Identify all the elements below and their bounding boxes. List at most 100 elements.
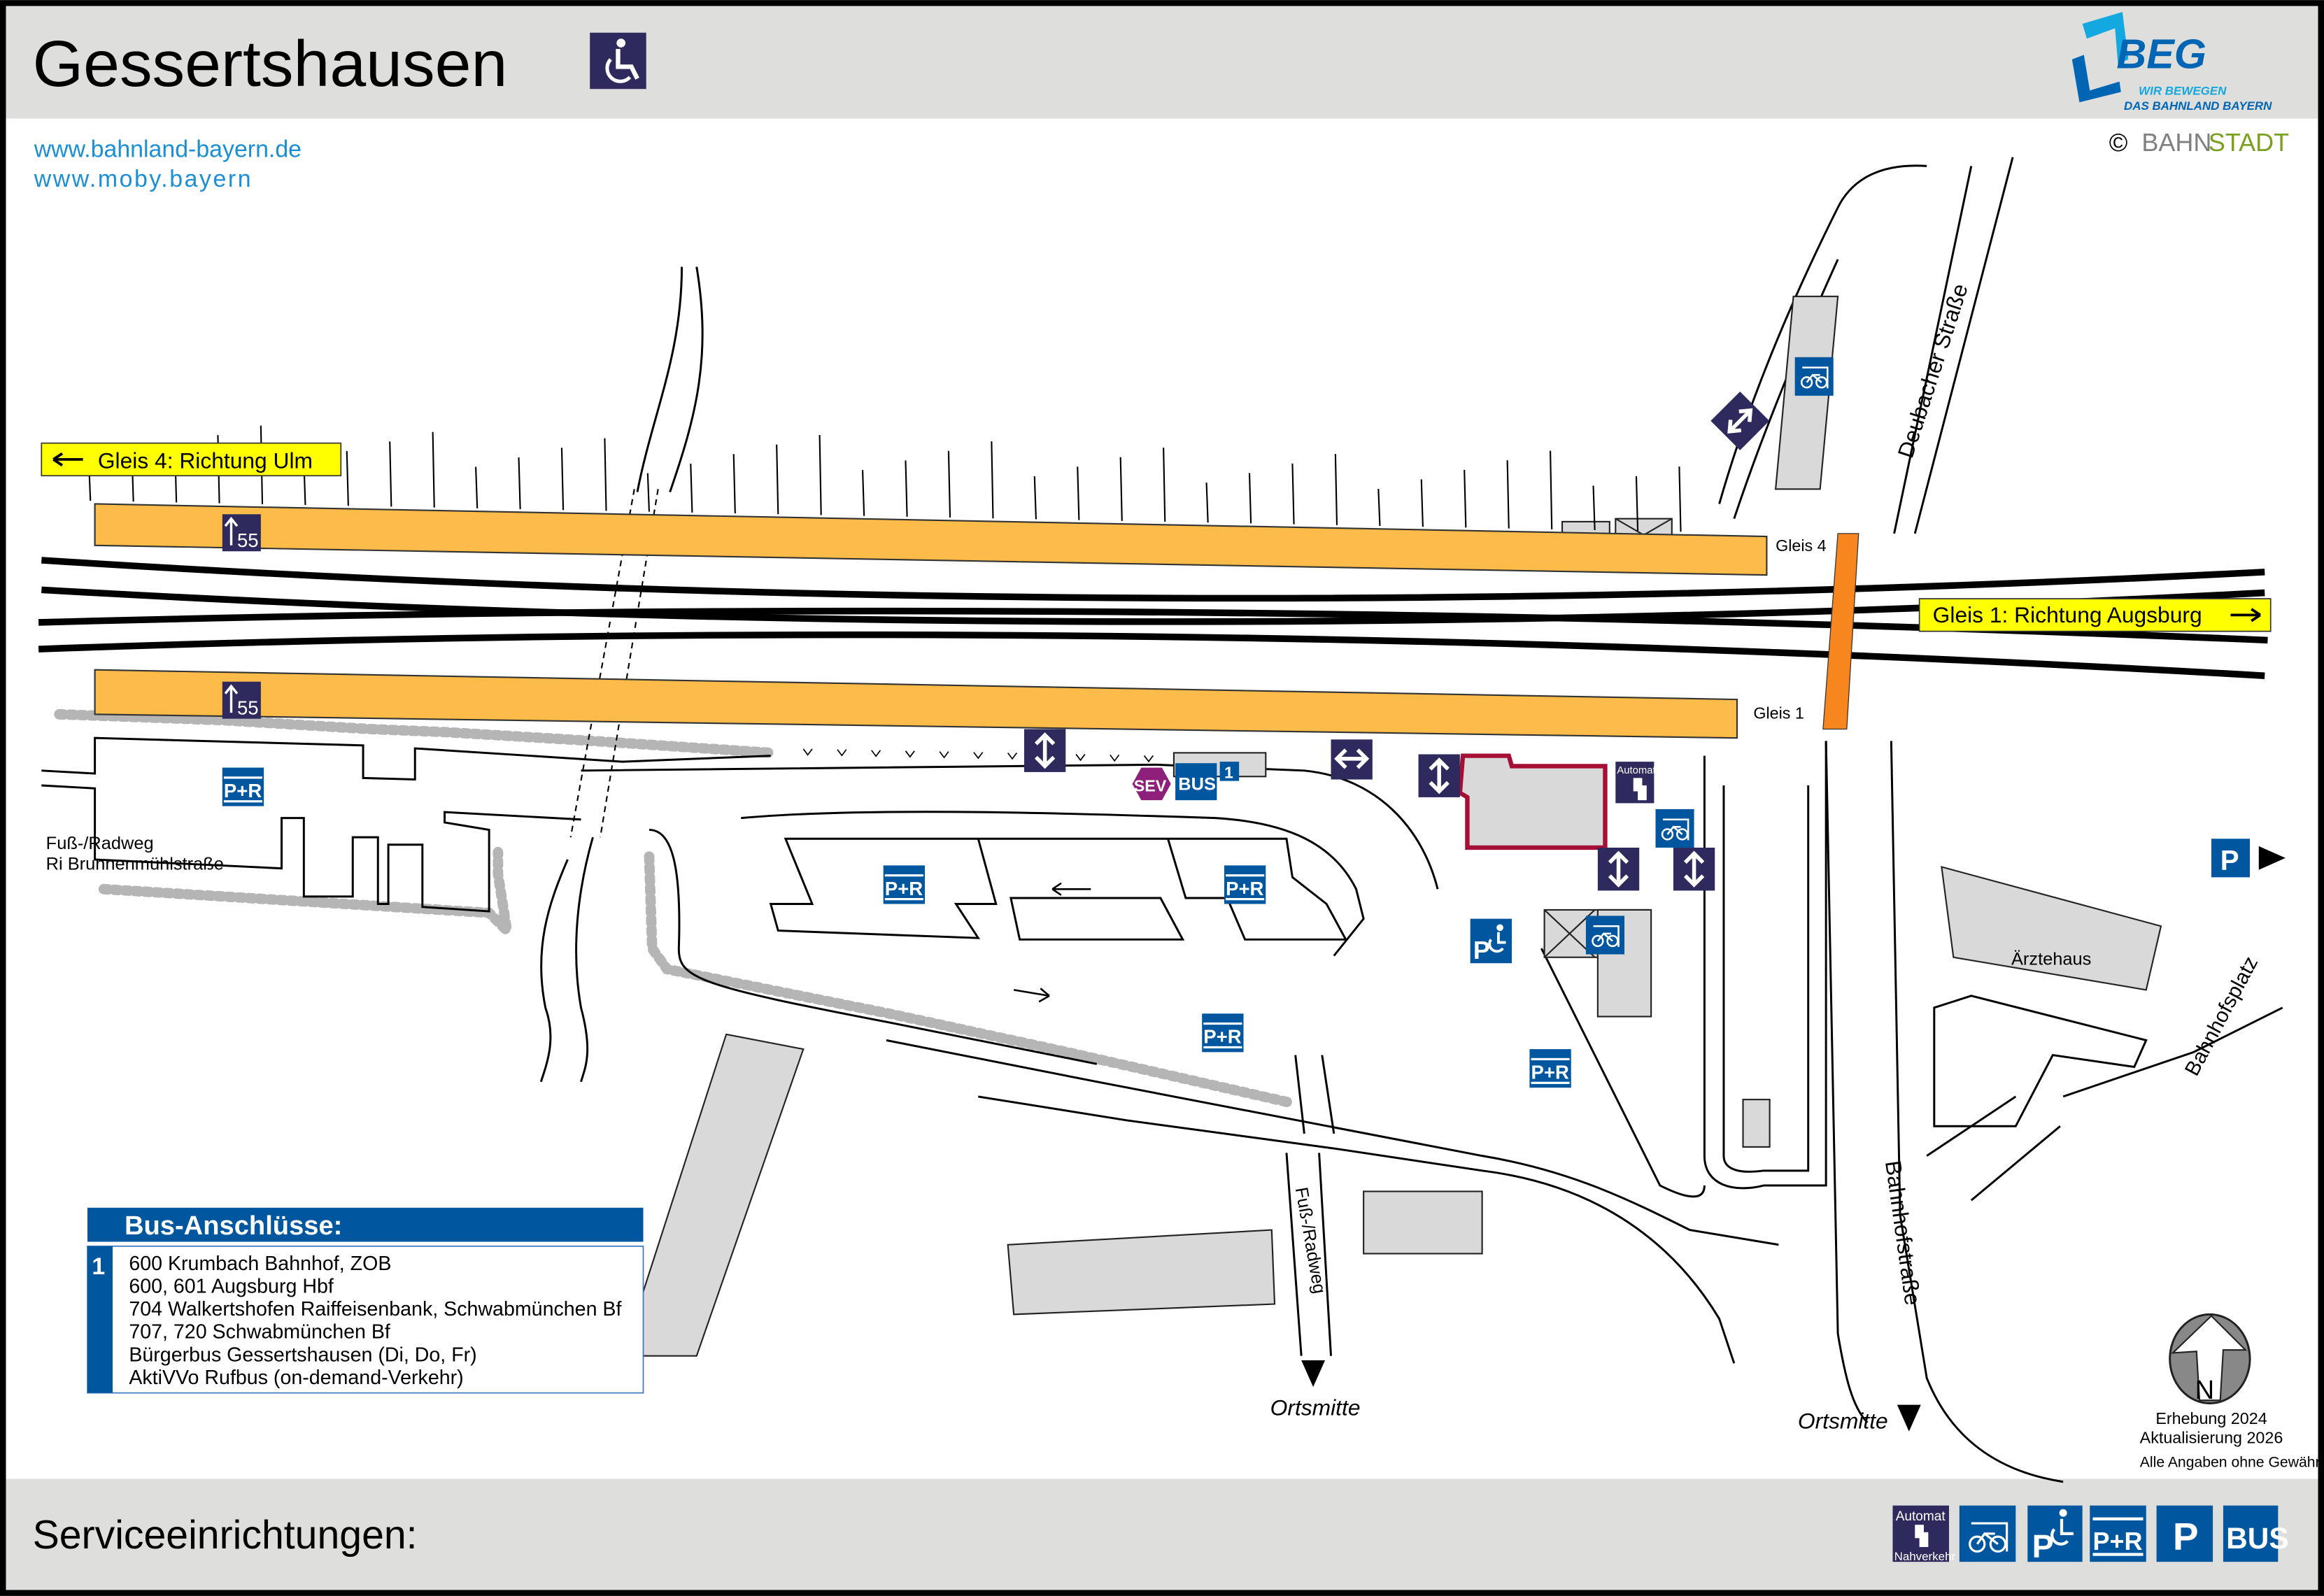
fence-post — [1678, 466, 1682, 532]
legend-bus: BUS — [2226, 1522, 2288, 1555]
sev-icon — [1132, 767, 1171, 801]
update-date: Aktualisierung 2026 — [2140, 1429, 2283, 1447]
platform-height-sign-gleis-1: 55 — [222, 681, 261, 719]
lift-icon — [1023, 729, 1066, 772]
fence-post — [518, 457, 521, 510]
bike-parking-icon — [1959, 1505, 2016, 1562]
fence-post — [475, 466, 479, 508]
beg-logo: BEG WIR BEWEGEN DAS BAHNLAND BAYERN — [2071, 12, 2272, 113]
legend-disabled-p: P — [2032, 1528, 2054, 1565]
arrow-right-icon — [2230, 608, 2261, 622]
canopy-mark — [905, 750, 915, 758]
ticket-machine-icon: Automat Nahverkehr — [1892, 1505, 1956, 1563]
station-building — [1457, 753, 1608, 850]
canopy-mark — [939, 751, 949, 759]
platform-height-sign-gleis-4: 55 — [222, 514, 261, 552]
bus-line-item: 600, 601 Augsburg Hbf — [129, 1275, 334, 1297]
fence-post — [905, 460, 908, 517]
pr-label: P+R — [885, 878, 923, 899]
sev-label: SEV — [1134, 776, 1167, 795]
fence-post — [346, 450, 349, 506]
beg-logo-text: BEG — [2116, 31, 2206, 78]
copyright-bahn: BAHN — [2141, 128, 2211, 157]
fence-post — [1550, 450, 1553, 529]
automat-label: Automat — [1617, 765, 1656, 776]
fence-post — [1506, 460, 1510, 529]
fence-post — [604, 438, 607, 511]
legend-p: P — [2173, 1515, 2199, 1558]
ortsmitte-2: Ortsmitte — [1798, 1404, 1921, 1433]
fence-post — [819, 434, 822, 515]
bus-line-item: 707, 720 Schwabmünchen Bf — [129, 1321, 390, 1344]
link-bahnland[interactable]: www.bahnland-bayern.de — [34, 136, 302, 163]
survey-date: Erhebung 2024 — [2155, 1409, 2267, 1427]
roads — [41, 157, 2283, 1483]
park-and-ride-icon: P+R — [2090, 1505, 2146, 1562]
park-and-ride-icon: P+R — [1202, 1013, 1244, 1053]
canopy-mark — [871, 750, 881, 757]
park-and-ride-icon: P+R — [1224, 865, 1266, 904]
direction-gleis-1-text: Gleis 1: Richtung Augsburg — [1933, 602, 2202, 627]
fence-post — [1119, 457, 1123, 521]
platform-height-value: 55 — [237, 529, 259, 551]
fence-post — [1033, 476, 1037, 520]
bus-line-item: 704 Walkertshofen Raiffeisenbank, Schwab… — [129, 1298, 621, 1320]
disabled-parking-p: P — [1473, 936, 1490, 964]
hedges — [54, 708, 1295, 1108]
bus-icon — [1175, 763, 1217, 801]
direction-gleis-4-text: Gleis 4: Richtung Ulm — [98, 448, 313, 473]
bus-panel-title: Bus-Anschlüsse: — [125, 1211, 342, 1241]
north-label: N — [2195, 1375, 2215, 1405]
ortsmitte-label: Ortsmitte — [1798, 1408, 1888, 1433]
canopy-mark — [1110, 754, 1120, 762]
bus-line-item: Bürgerbus Gessertshausen (Di, Do, Fr) — [129, 1344, 476, 1366]
fence-post — [1377, 488, 1381, 527]
parking-p: P — [2220, 845, 2239, 876]
park-and-ride-icon: P+R — [1529, 1049, 1571, 1088]
fence-post — [690, 463, 693, 513]
legend-automat-bottom: Nahverkehr — [1894, 1550, 1956, 1563]
fence-post — [1464, 469, 1467, 528]
copyright-stadt: STADT — [2209, 128, 2289, 157]
header-band — [6, 6, 2318, 119]
bus-line-item: AktiVVo Rufbus (on-demand-Verkehr) — [129, 1367, 463, 1389]
bus-stop: SEV BUS 1 — [1132, 752, 1267, 801]
fence-post — [1420, 479, 1424, 527]
ortsmitte-label: Ortsmitte — [1270, 1395, 1361, 1420]
platform-gleis-4 — [94, 503, 1768, 576]
north-arrow-icon: N — [2169, 1313, 2251, 1405]
canopy-mark — [837, 749, 847, 757]
arrow-right-icon — [2258, 846, 2286, 870]
legend-automat-top: Automat — [1896, 1509, 1946, 1524]
fence-post — [1592, 485, 1596, 531]
pr-label: P+R — [1226, 878, 1263, 899]
fence-post — [1635, 476, 1639, 532]
bus-stop-number: 1 — [1224, 763, 1233, 781]
page-title: Gessertshausen — [33, 27, 508, 100]
disabled-parking-icon: P — [2027, 1505, 2083, 1565]
road-bridge — [1822, 533, 1859, 730]
bus-connections-panel: Bus-Anschlüsse: 1 600 Krumbach Bahnhof, … — [87, 1207, 644, 1394]
wheelchair-access-icon — [590, 32, 646, 90]
link-moby[interactable]: www.moby.bayern — [34, 166, 253, 192]
platform-gleis-1 — [94, 669, 1738, 739]
fence-post — [389, 441, 392, 507]
bike-parking-icon — [1794, 357, 1834, 396]
fence-post — [646, 473, 651, 512]
footpath-left-direction: Ri Brunnenmühlstraße — [46, 855, 224, 874]
copyright-symbol: © — [2109, 128, 2128, 157]
footer-title: Serviceeinrichtungen: — [33, 1513, 418, 1558]
park-and-ride-icon: P+R — [222, 767, 264, 806]
beg-tagline-1: WIR BEWEGEN — [2139, 85, 2227, 98]
arrow-right-icon — [1013, 988, 1050, 1003]
pr-label: P+R — [1531, 1061, 1569, 1083]
pr-label: P+R — [1203, 1026, 1241, 1048]
fence-post — [861, 469, 865, 516]
bus-label: BUS — [1178, 774, 1216, 794]
arrow-left-icon — [52, 452, 83, 466]
fence-post — [947, 450, 951, 518]
fence-post — [1334, 454, 1338, 525]
platform-height-value: 55 — [237, 697, 259, 718]
